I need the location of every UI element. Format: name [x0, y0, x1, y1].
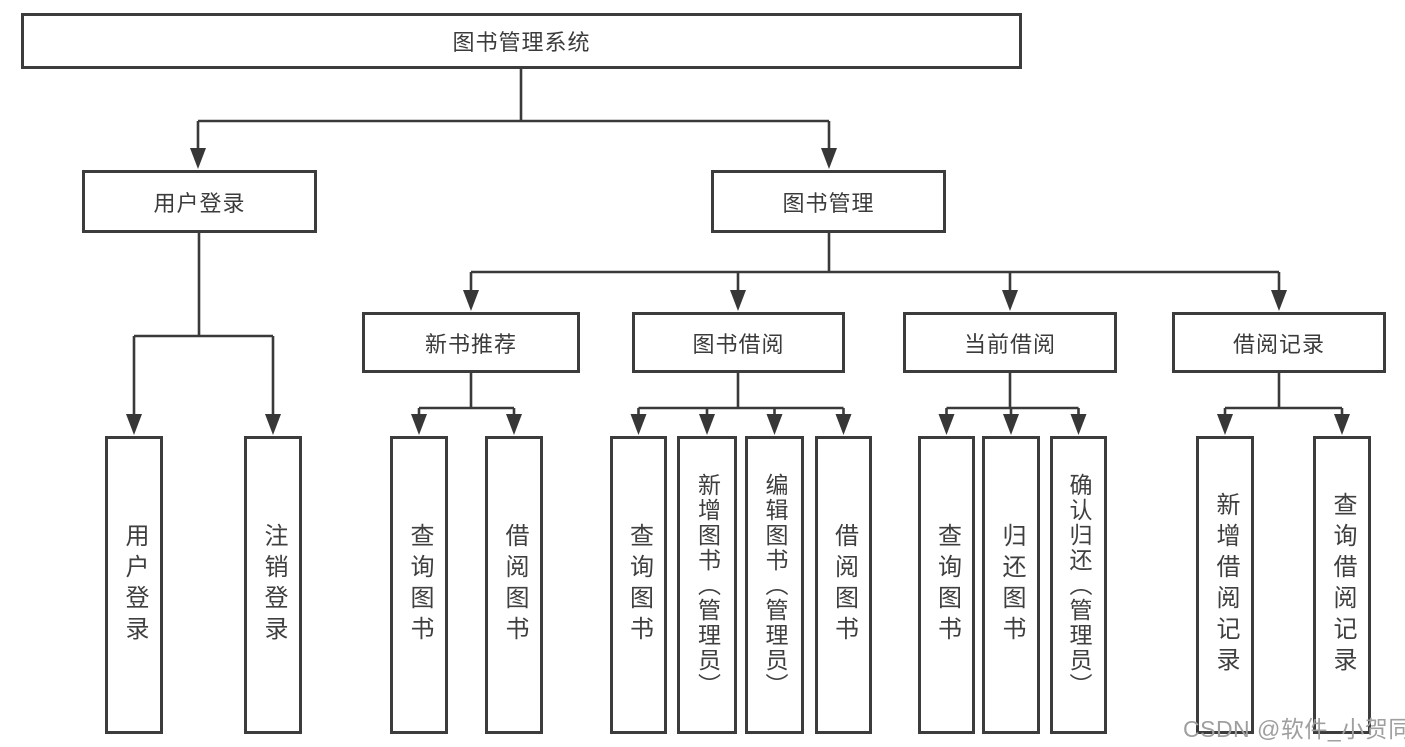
arrow-down-icon	[1217, 414, 1233, 435]
leaf-logout: 注销登录	[244, 436, 302, 734]
arrow-down-icon	[938, 414, 955, 435]
node-book-borrow-label: 图书借阅	[692, 331, 785, 357]
arrow-down-icon	[1271, 290, 1287, 311]
arrow-down-icon	[766, 414, 783, 435]
arrow-down-icon	[190, 148, 206, 169]
leaf-user-login-label: 用户登录	[121, 523, 148, 647]
arrow-down-icon	[730, 290, 746, 311]
leaf-bb-borrow-books: 借阅图书	[815, 436, 872, 734]
leaf-br-add-record-label: 新增借阅记录	[1212, 492, 1239, 678]
leaf-nb-borrow-books: 借阅图书	[485, 436, 543, 734]
node-current-borrow: 当前借阅	[903, 312, 1117, 373]
arrow-down-icon	[699, 414, 715, 435]
node-current-borrow-label: 当前借阅	[963, 331, 1056, 357]
node-library-system-label: 图书管理系统	[452, 30, 591, 55]
leaf-cb-query-books-label: 查询图书	[933, 523, 961, 647]
node-new-book-recommend-label: 新书推荐	[424, 331, 517, 357]
node-borrow-records: 借阅记录	[1172, 312, 1386, 373]
node-user-login: 用户登录	[82, 170, 317, 233]
leaf-bb-borrow-books-label: 借阅图书	[830, 523, 858, 647]
connector-lines	[132, 68, 1344, 416]
arrow-down-icon	[1002, 290, 1018, 311]
arrow-down-icon	[821, 148, 837, 169]
arrow-down-icon	[1334, 414, 1350, 435]
arrow-down-icon	[265, 414, 281, 435]
node-book-borrow: 图书借阅	[632, 312, 845, 373]
leaf-cb-return-books: 归还图书	[982, 436, 1040, 734]
node-library-system: 图书管理系统	[21, 13, 1022, 69]
node-book-management: 图书管理	[711, 170, 946, 233]
leaf-cb-confirm-return-admin-label: 确认归还（管理员）	[1066, 472, 1092, 698]
leaf-bb-query-books-label: 查询图书	[625, 523, 653, 647]
node-new-book-recommend: 新书推荐	[362, 312, 580, 373]
arrow-down-icon	[1003, 414, 1019, 435]
leaf-bb-add-books-admin: 新增图书（管理员）	[677, 436, 737, 734]
arrow-down-icon	[835, 414, 852, 435]
leaf-cb-query-books: 查询图书	[918, 436, 975, 734]
leaf-logout-label: 注销登录	[260, 523, 287, 647]
leaf-cb-return-books-label: 归还图书	[998, 523, 1025, 647]
leaf-bb-query-books: 查询图书	[610, 436, 667, 734]
arrowhead-icons	[126, 148, 1350, 435]
leaf-nb-borrow-books-label: 借阅图书	[501, 523, 528, 647]
arrow-down-icon	[126, 414, 142, 435]
node-book-management-label: 图书管理	[782, 190, 875, 216]
leaf-bb-edit-books-admin-label: 编辑图书（管理员）	[762, 472, 788, 698]
leaf-user-login: 用户登录	[105, 436, 163, 734]
node-user-login-label: 用户登录	[153, 190, 246, 216]
leaf-br-query-record: 查询借阅记录	[1313, 436, 1371, 734]
leaf-bb-edit-books-admin: 编辑图书（管理员）	[745, 436, 804, 734]
node-borrow-records-label: 借阅记录	[1232, 331, 1325, 357]
csdn-watermark: CSDN @软件_小贺同学	[1183, 716, 1405, 742]
arrow-down-icon	[411, 414, 427, 435]
leaf-nb-query-books-label: 查询图书	[406, 523, 433, 647]
leaf-nb-query-books: 查询图书	[390, 436, 448, 734]
arrow-down-icon	[1070, 414, 1087, 435]
arrow-down-icon	[630, 414, 647, 435]
leaf-br-query-record-label: 查询借阅记录	[1329, 492, 1356, 678]
leaf-br-add-record: 新增借阅记录	[1196, 436, 1254, 734]
leaf-cb-confirm-return-admin: 确认归还（管理员）	[1050, 436, 1107, 734]
leaf-bb-add-books-admin-label: 新增图书（管理员）	[694, 472, 721, 698]
arrow-down-icon	[463, 290, 479, 311]
arrow-down-icon	[506, 414, 522, 435]
